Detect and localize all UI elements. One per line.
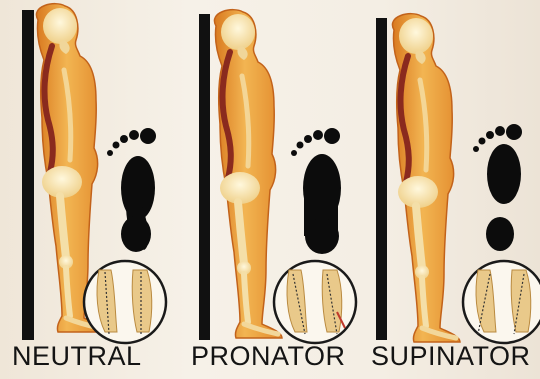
heel-detail [84,261,166,343]
label-supinator: SUPINATOR [371,343,531,370]
heel-detail [463,261,540,343]
plumb-pole [22,10,34,340]
plumb-pole [199,14,210,340]
panel-pronator [199,10,356,343]
body-figure [392,14,460,342]
footprint-icon [107,128,156,252]
footprint-icon [473,124,522,251]
heel-detail [274,261,356,343]
label-pronator: PRONATOR [191,343,346,370]
plumb-pole [376,18,387,340]
panel-supinator [376,14,540,343]
body-figure [214,10,282,338]
label-neutral: NEUTRAL [12,343,142,370]
footprint-icon [291,128,341,254]
panel-neutral [22,4,166,343]
